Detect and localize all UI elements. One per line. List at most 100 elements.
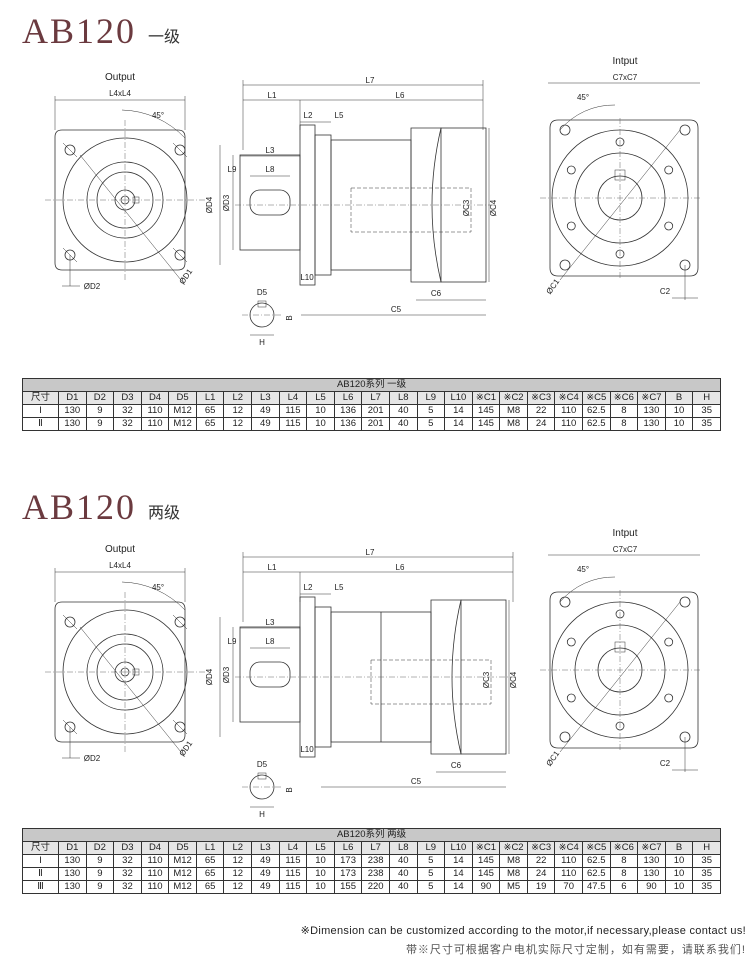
table-header-cell: B — [664, 841, 694, 855]
table-cell: 62.5 — [581, 867, 611, 881]
table-cell: 238 — [361, 867, 390, 881]
table-header-cell: L6 — [333, 391, 363, 405]
table-header-cell: L9 — [416, 841, 446, 855]
table-header-cell: ※C7 — [637, 391, 666, 405]
table-cell: 32 — [113, 404, 142, 418]
leader-line — [559, 129, 681, 281]
table-cell: 10 — [664, 417, 694, 431]
table-cell: 24 — [526, 867, 556, 881]
table-cell: 201 — [361, 404, 390, 418]
table-cell: 65 — [195, 417, 225, 431]
table-cell: 130 — [637, 404, 666, 418]
table-cell: 22 — [526, 854, 556, 868]
dimension-label: L3 — [266, 146, 275, 155]
section-subtitle: 一级 — [148, 28, 181, 46]
section-title-1: AB120 一级 — [22, 10, 180, 52]
table-cell: 19 — [526, 880, 556, 894]
table-cell: M8 — [499, 404, 528, 418]
table-cell: I — [22, 404, 59, 418]
table-cell: 8 — [609, 404, 639, 418]
input-flange-outline — [549, 119, 699, 277]
table-cell: 65 — [195, 404, 225, 418]
table-cell: 130 — [637, 867, 666, 881]
table-cell: 9 — [85, 867, 115, 881]
table-cell: M8 — [499, 417, 528, 431]
bolt-hole — [64, 616, 76, 628]
dimension-label: L2 — [304, 111, 313, 120]
table-cell: 173 — [333, 854, 363, 868]
dimension-label: ØC4 — [509, 671, 518, 688]
dimension-label: L7 — [366, 548, 375, 557]
table-header-cell: L3 — [251, 391, 280, 405]
table-header-cell: L6 — [333, 841, 363, 855]
hidden-bore — [370, 659, 492, 705]
table-cell: Ⅱ — [22, 417, 59, 431]
dimension-label: C2 — [660, 287, 671, 296]
table-cell: 70 — [554, 880, 583, 894]
table-cell: 9 — [85, 854, 115, 868]
table-cell: 10 — [306, 880, 335, 894]
table-cell: 220 — [361, 880, 390, 894]
table-header-cell: L7 — [361, 391, 390, 405]
dimension-label: L1 — [268, 91, 277, 100]
table-cell: 65 — [195, 854, 225, 868]
dimension-label: ØC1 — [545, 277, 562, 296]
key-section — [257, 772, 267, 780]
table-header-cell: ※C2 — [499, 391, 528, 405]
section-model: AB120 — [22, 11, 137, 51]
dimension-label: L4xL4 — [109, 561, 131, 570]
table-header-cell: L3 — [251, 841, 280, 855]
bolt-hole — [664, 221, 674, 231]
table-cell: 110 — [140, 867, 170, 881]
table-cell: 145 — [471, 417, 501, 431]
corner-hole — [679, 124, 691, 136]
table-cell: 5 — [416, 880, 446, 894]
dimension-label: L5 — [335, 583, 344, 592]
table-header-cell: L1 — [195, 841, 225, 855]
table-cell: M5 — [499, 880, 528, 894]
dimension-label: L4xL4 — [109, 89, 131, 98]
table-cell: 9 — [85, 404, 115, 418]
dimension-label: D5 — [257, 760, 268, 769]
table-header-cell: D5 — [168, 841, 197, 855]
drawing-line — [172, 614, 188, 630]
table-cell: 49 — [251, 404, 280, 418]
dimension-label: L5 — [335, 111, 344, 120]
input-flange-outline — [549, 591, 699, 749]
table-header-cell: L8 — [388, 841, 418, 855]
table-cell: 110 — [554, 867, 583, 881]
table-caption: AB120系列 两级 — [21, 828, 722, 842]
table-cell: 110 — [140, 880, 170, 894]
table-cell: 8 — [609, 854, 639, 868]
bolt-hole — [566, 165, 576, 175]
footer-note-en: ※Dimension can be customized according t… — [300, 925, 746, 937]
dimension-label: H — [259, 338, 265, 347]
dimension-label: L2 — [304, 583, 313, 592]
table-header-cell: L4 — [278, 841, 308, 855]
table-cell: 110 — [554, 854, 583, 868]
dimension-label: C7xC7 — [613, 73, 638, 82]
table-cell: 130 — [58, 417, 87, 431]
bolt-hole — [664, 165, 674, 175]
dimension-label: ØD2 — [84, 282, 101, 291]
footer-note-cn: 带※尺寸可根据客户电机实际尺寸定制，如有需要，请联系我们! — [405, 944, 746, 956]
table-cell: 8 — [609, 417, 639, 431]
table-cell: 115 — [278, 417, 308, 431]
table-cell: 14 — [444, 854, 473, 868]
table-cell: 130 — [637, 417, 666, 431]
table-cell: 65 — [195, 880, 225, 894]
table-cell: 10 — [664, 404, 694, 418]
table-cell: 10 — [664, 867, 694, 881]
bolt-hole — [664, 693, 674, 703]
angle-arc — [121, 581, 186, 611]
table-cell: 201 — [361, 417, 390, 431]
table-cell: 115 — [278, 880, 308, 894]
table-cell: 130 — [58, 867, 87, 881]
table-header-cell: D2 — [85, 391, 115, 405]
dimension-label: C2 — [660, 759, 671, 768]
table-cell: 32 — [113, 867, 142, 881]
